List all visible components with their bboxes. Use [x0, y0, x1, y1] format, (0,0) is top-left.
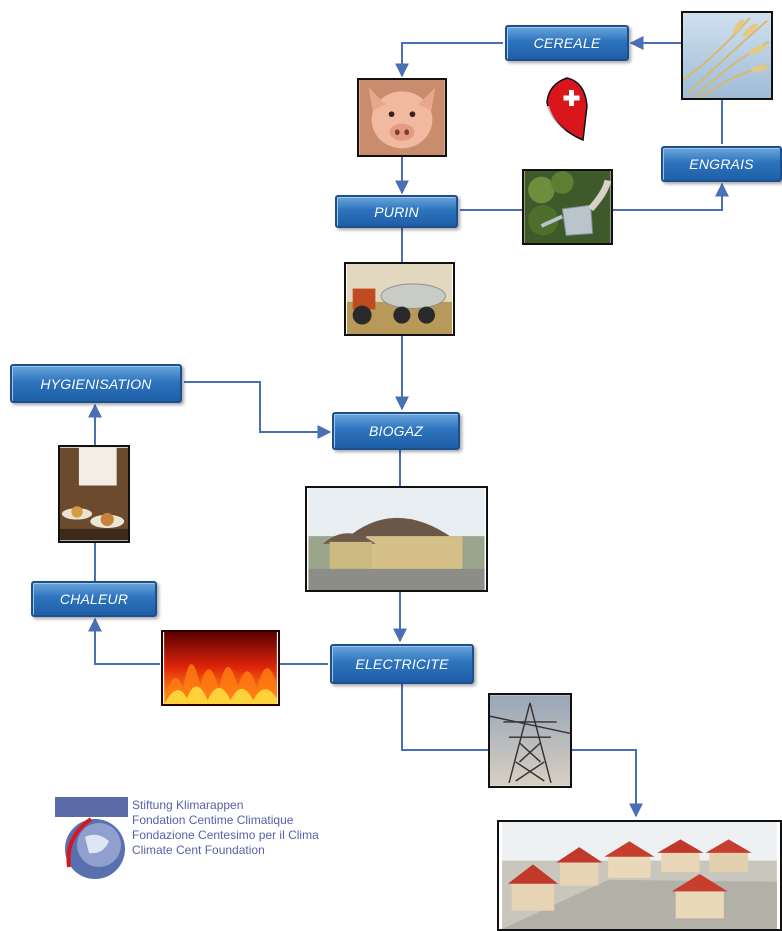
logo-line-it: Fondazione Centesimo per il Clima — [132, 828, 319, 842]
biogas-plant-image — [305, 486, 488, 592]
node-cereale: CEREALE — [505, 25, 629, 61]
logo-line-de: Stiftung Klimarappen — [132, 798, 244, 812]
logo-line-en: Climate Cent Foundation — [132, 843, 265, 857]
foundation-name: Stiftung Klimarappen Fondation Centime C… — [132, 798, 319, 858]
node-electricite: ELECTRICITE — [330, 644, 474, 684]
power-pylon-image — [488, 693, 572, 788]
swiss-coin-icon — [546, 77, 588, 142]
node-biogaz: BIOGAZ — [332, 412, 460, 450]
globe-logo-icon — [55, 797, 128, 885]
fire-image — [161, 630, 280, 706]
pig-image — [357, 78, 447, 157]
wheat-image — [681, 11, 773, 100]
node-engrais: ENGRAIS — [661, 146, 782, 182]
restaurant-image — [58, 445, 130, 543]
node-hygienisation: HYGIENISATION — [10, 364, 182, 403]
logo-line-fr: Fondation Centime Climatique — [132, 813, 294, 827]
node-purin: PURIN — [335, 195, 458, 228]
node-chaleur: CHALEUR — [31, 581, 157, 617]
houses-image — [497, 820, 782, 931]
watering-can-image — [522, 169, 613, 245]
tractor-image — [344, 262, 455, 336]
